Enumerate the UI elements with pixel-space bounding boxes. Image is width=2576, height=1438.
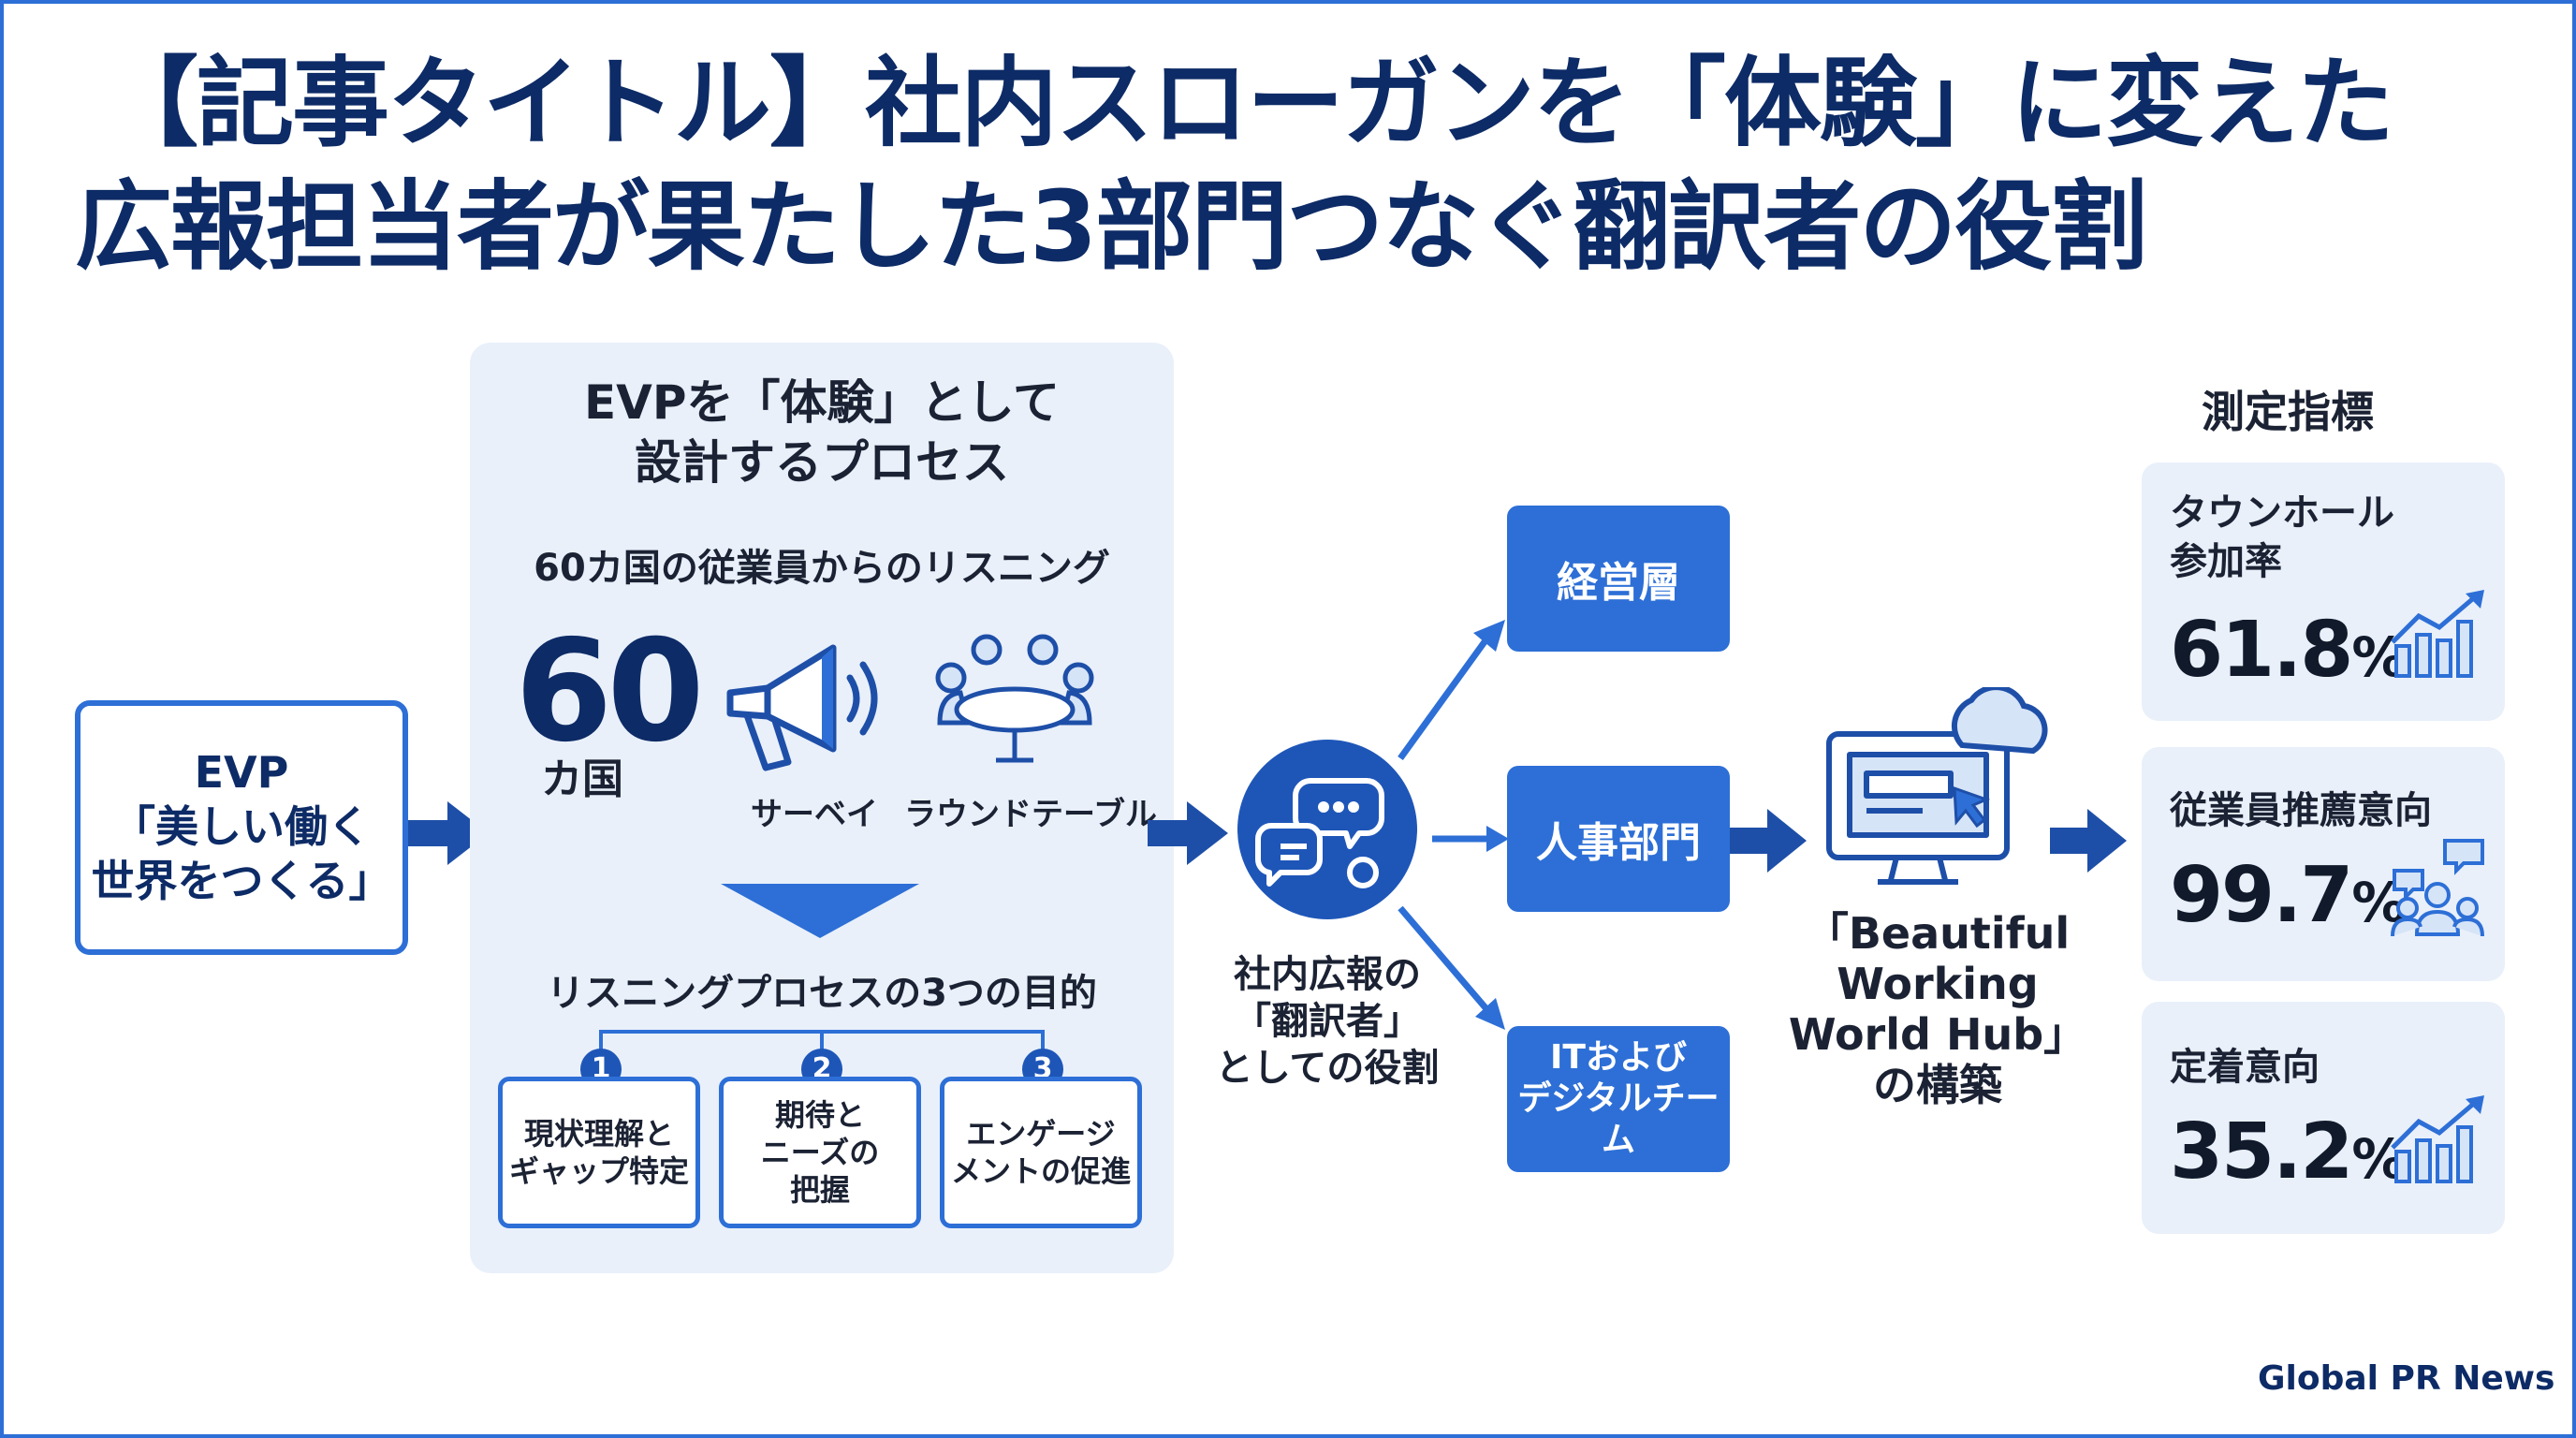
process-title: EVPを「体験」として 設計するプロセス <box>470 373 1174 492</box>
purpose-card-3: エンゲージ メントの促進 <box>940 1077 1142 1228</box>
process-title-line1: EVPを「体験」として <box>584 375 1060 430</box>
hub-line1: 「Beautiful <box>1805 908 2071 959</box>
purpose-1-line1: 現状理解と <box>523 1116 674 1152</box>
purpose-2-line3: 把握 <box>789 1172 850 1208</box>
purpose-2-line2: ニーズの <box>760 1135 880 1170</box>
roundtable-label: ラウンドテーブル <box>904 796 1157 833</box>
purpose-card-1: 現状理解と ギャップ特定 <box>498 1077 700 1228</box>
dept-management-label: 経営層 <box>1557 559 1680 607</box>
translator-line1: 社内広報の <box>1234 953 1421 996</box>
survey-label: サーベイ <box>751 796 878 833</box>
page-title-line1: 【記事タイトル】社内スローガンを「体験」に変えた <box>101 46 2394 160</box>
bar-chart-up-icon <box>2391 590 2484 678</box>
evp-slogan-line1: 「美しい働く <box>112 801 371 852</box>
metrics-title: 測定指標 <box>2202 387 2374 437</box>
flow-arrow-icon <box>1730 809 1807 873</box>
country-count-unit: カ国 <box>541 756 623 803</box>
metric-retention-label: 定着意向 <box>2170 1046 2320 1089</box>
down-triangle-icon <box>721 884 919 938</box>
listening-caption: 60カ国の従業員からのリスニング <box>534 547 1110 590</box>
metric-recommend-label: 従業員推薦意向 <box>2170 789 2432 832</box>
translator-caption: 社内広報の 「翻訳者」 としての役割 <box>1206 951 1449 1092</box>
branch-arrows <box>1398 620 1509 1030</box>
flow-arrow-icon <box>408 801 489 865</box>
process-title-line2: 設計するプロセス <box>635 435 1009 490</box>
page-title-line2: 広報担当者が果たした3部門つなぐ翻訳者の役割 <box>75 169 2147 284</box>
dept-management: 経営層 <box>1507 506 1730 652</box>
dept-hr: 人事部門 <box>1507 766 1730 912</box>
megaphone-icon <box>726 644 878 771</box>
hub-line4: の構築 <box>1873 1060 2002 1110</box>
purpose-3-line1: エンゲージ <box>966 1116 1116 1152</box>
translator-line2: 「翻訳者」 <box>1234 1000 1421 1043</box>
purpose-card-2: 期待と ニーズの 把握 <box>719 1077 921 1228</box>
metric-townhall-label: タウンホール 参加率 <box>2170 489 2394 586</box>
translator-line3: としての役割 <box>1215 1047 1440 1090</box>
dept-it-line2: デジタルチーム <box>1517 1079 1720 1159</box>
metric-townhall-label-line2: 参加率 <box>2170 540 2282 583</box>
hub-caption: 「Beautiful Working World Hub」 の構築 <box>1778 908 2097 1110</box>
metric-card-retention: 定着意向 35.2% <box>2142 1002 2505 1234</box>
metric-recommend-number: 99.7 <box>2170 851 2353 940</box>
evp-box: EVP 「美しい働く 世界をつくる」 <box>75 700 408 955</box>
metric-recommend-value: 99.7% <box>2170 858 2406 934</box>
metric-retention-value: 35.2% <box>2170 1114 2406 1191</box>
footer-brand: Global PR News <box>2258 1359 2555 1398</box>
country-count: 60 <box>515 610 705 773</box>
metric-townhall-number: 61.8 <box>2170 606 2353 695</box>
hub-line3: World Hub」 <box>1788 1009 2087 1060</box>
metric-card-recommend: 従業員推薦意向 99.7% <box>2142 747 2505 981</box>
purpose-1-line2: ギャップ特定 <box>508 1153 689 1189</box>
translator-chat-icon <box>1237 740 1417 919</box>
dept-it-line1: ITおよび <box>1550 1038 1687 1077</box>
metric-townhall-label-line1: タウンホール <box>2170 492 2394 535</box>
evp-label: EVP <box>194 747 289 798</box>
flow-arrow-icon <box>1148 801 1228 865</box>
roundtable-icon <box>935 634 1094 763</box>
metric-retention-number: 35.2 <box>2170 1108 2353 1196</box>
computer-cloud-icon <box>1826 687 2048 885</box>
purpose-3-line2: メントの促進 <box>950 1153 1131 1189</box>
bar-chart-up-icon <box>2391 1095 2484 1183</box>
hub-line2: Working <box>1837 959 2039 1009</box>
dept-it-digital: ITおよび デジタルチーム <box>1507 1026 1730 1172</box>
flow-arrow-icon <box>2050 809 2127 873</box>
evp-slogan-line2: 世界をつくる」 <box>91 856 392 906</box>
dept-hr-label: 人事部門 <box>1536 819 1701 867</box>
metric-card-townhall: タウンホール 参加率 61.8% <box>2142 462 2505 721</box>
metric-townhall-value: 61.8% <box>2170 612 2406 689</box>
people-chat-icon <box>2391 839 2484 937</box>
purpose-2-line1: 期待と <box>774 1097 865 1133</box>
purposes-title: リスニングプロセスの3つの目的 <box>547 972 1097 1015</box>
